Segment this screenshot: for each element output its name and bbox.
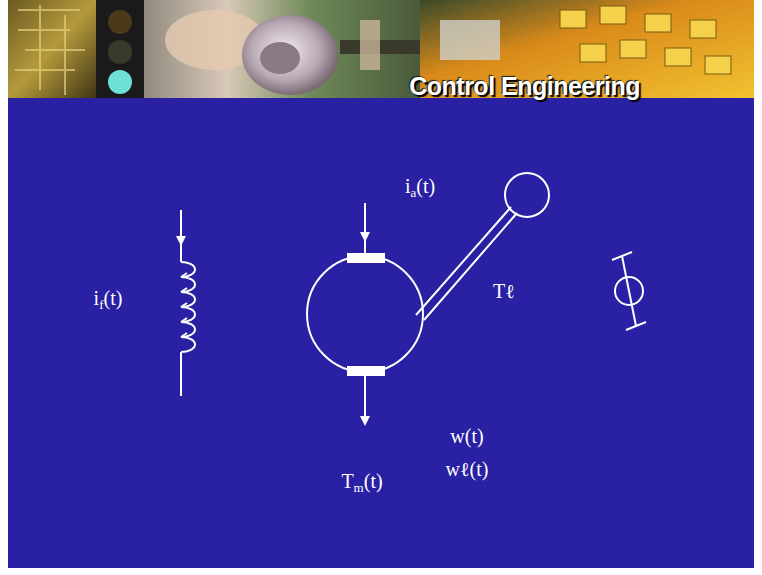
header-collage xyxy=(8,0,754,98)
signal-label-wrap: Tm(t) xyxy=(341,470,382,492)
signal-label: w(t) xyxy=(450,425,483,447)
signal-label: Tm(t) xyxy=(341,470,382,492)
signal-label: Tℓ xyxy=(493,280,515,302)
signal-label-wrap: ia(t) xyxy=(405,175,435,197)
armature-circle xyxy=(307,256,423,372)
signal-label-wrap: Tℓ xyxy=(493,280,515,302)
signal-label: ia(t) xyxy=(405,175,435,197)
load-inertia xyxy=(505,173,549,217)
banner-title-wrap: Control Engineering xyxy=(409,72,640,101)
armature-lead xyxy=(364,203,366,253)
motor-shaft xyxy=(416,207,517,320)
armature-lead xyxy=(364,376,366,420)
signal-label-wrap: w(t) xyxy=(450,425,483,447)
banner-title: Control Engineering xyxy=(409,72,640,100)
signal-label: if(t) xyxy=(94,287,123,309)
slide-ground xyxy=(8,0,754,568)
current-arrowhead xyxy=(176,236,186,246)
current-arrowhead xyxy=(360,232,370,242)
flux-symbol xyxy=(612,252,646,330)
brush xyxy=(347,253,385,263)
signal-label-wrap: if(t) xyxy=(94,287,123,309)
brush xyxy=(347,366,385,376)
current-arrowhead xyxy=(360,416,370,426)
signal-label-wrap: wℓ(t) xyxy=(446,458,489,480)
signal-label: wℓ(t) xyxy=(446,458,489,480)
